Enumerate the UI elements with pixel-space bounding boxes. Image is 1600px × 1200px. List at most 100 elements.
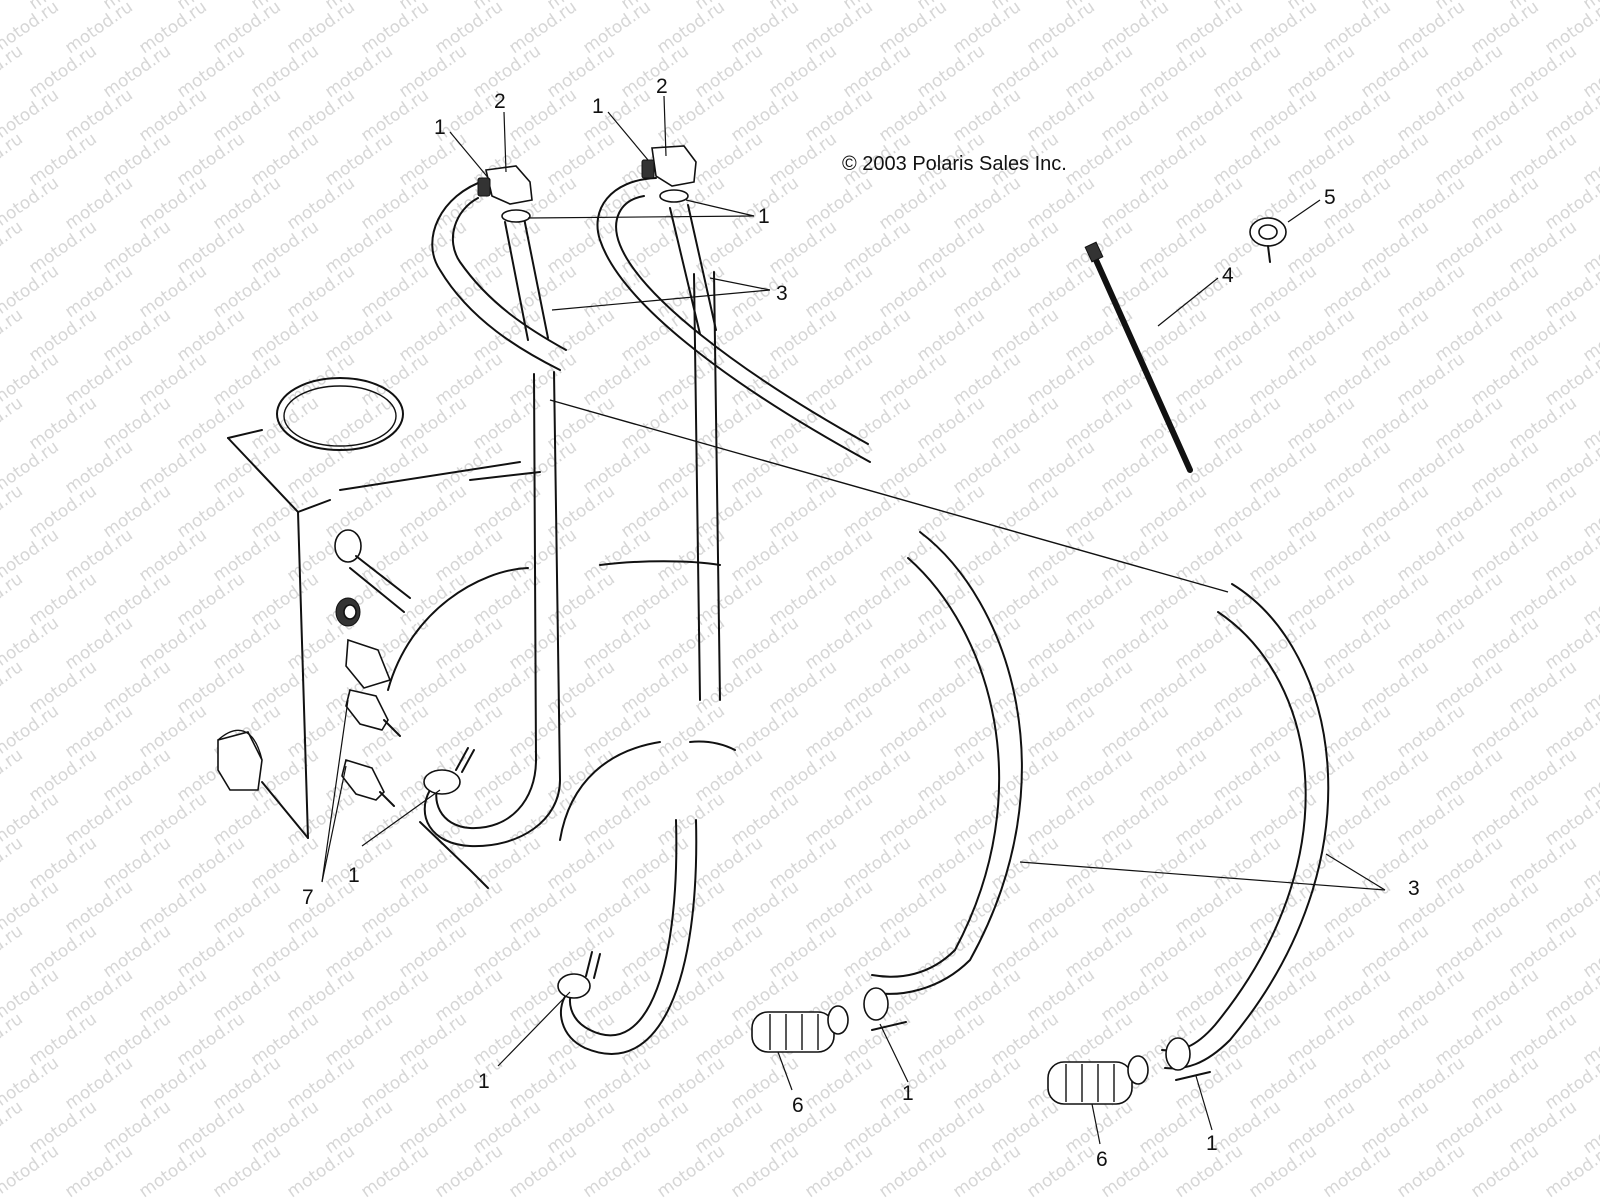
watermark-text: motod.ru <box>357 877 432 938</box>
watermark-text: motod.ru <box>765 745 840 806</box>
watermark-text: motod.ru <box>839 569 914 630</box>
watermark-text: motod.ru <box>579 437 654 498</box>
watermark-text: motod.ru <box>173 217 248 278</box>
watermark-text: motod.ru <box>949 965 1024 1026</box>
watermark-text: motod.ru <box>1097 0 1172 58</box>
watermark-text: motod.ru <box>913 833 988 894</box>
watermark-text: motod.ru <box>283 85 358 146</box>
watermark-text: motod.ru <box>1393 701 1468 762</box>
watermark-text: motod.ru <box>875 261 950 322</box>
watermark-text: motod.ru <box>913 657 988 718</box>
watermark-text: motod.ru <box>505 0 580 58</box>
watermark-text: motod.ru <box>839 833 914 894</box>
watermark-text: motod.ru <box>987 657 1062 718</box>
watermark-text: motod.ru <box>173 833 248 894</box>
watermark-text: motod.ru <box>209 85 284 146</box>
watermark-text: motod.ru <box>691 481 766 542</box>
watermark-text: motod.ru <box>1541 1141 1600 1200</box>
watermark-text: motod.ru <box>579 0 654 58</box>
watermark-text: motod.ru <box>25 393 100 454</box>
watermark-text: motod.ru <box>765 657 840 718</box>
watermark-text: motod.ru <box>431 1141 506 1200</box>
watermark-text: motod.ru <box>691 745 766 806</box>
watermark-text: motod.ru <box>61 437 136 498</box>
watermark-text: motod.ru <box>839 305 914 366</box>
watermark-text: motod.ru <box>1357 393 1432 454</box>
watermark-text: motod.ru <box>247 921 322 982</box>
elbow-fitting-left <box>477 165 533 223</box>
watermark-text: motod.ru <box>173 393 248 454</box>
watermark-text: motod.ru <box>173 657 248 718</box>
watermark-text: motod.ru <box>173 129 248 190</box>
watermark-text: motod.ru <box>913 921 988 982</box>
watermark-text: motod.ru <box>431 1053 506 1114</box>
hose-upper-right <box>596 177 871 463</box>
watermark-text: motod.ru <box>1245 613 1320 674</box>
watermark-text: motod.ru <box>357 1053 432 1114</box>
watermark-text: motod.ru <box>247 481 322 542</box>
watermark-text: motod.ru <box>653 701 728 762</box>
watermark-text: motod.ru <box>801 349 876 410</box>
watermark-text: motod.ru <box>1209 657 1284 718</box>
watermark-text: motod.ru <box>1467 965 1542 1026</box>
watermark-text: motod.ru <box>1283 921 1358 982</box>
watermark-text: motod.ru <box>99 921 174 982</box>
watermark-text: motod.ru <box>0 833 27 894</box>
watermark-text: motod.ru <box>0 393 27 454</box>
watermark-text: motod.ru <box>25 745 100 806</box>
watermark-text: motod.ru <box>1245 1141 1320 1200</box>
watermark-text: motod.ru <box>469 1009 544 1070</box>
watermark-text: motod.ru <box>247 833 322 894</box>
callout-2-left-elbow: 2 <box>494 90 506 113</box>
watermark-text: motod.ru <box>1505 1097 1580 1158</box>
watermark-text: motod.ru <box>25 657 100 718</box>
watermark-text: motod.ru <box>727 789 802 850</box>
watermark-text: motod.ru <box>839 217 914 278</box>
watermark-text: motod.ru <box>1357 217 1432 278</box>
watermark-text: motod.ru <box>1023 173 1098 234</box>
watermark-text: motod.ru <box>987 481 1062 542</box>
watermark-text: motod.ru <box>1319 965 1394 1026</box>
watermark-text: motod.ru <box>1061 657 1136 718</box>
watermark-text: motod.ru <box>1505 1009 1580 1070</box>
watermark-text: motod.ru <box>727 613 802 674</box>
watermark-text: motod.ru <box>1431 41 1506 102</box>
watermark-text: motod.ru <box>173 481 248 542</box>
watermark-text: motod.ru <box>1467 437 1542 498</box>
watermark-text: motod.ru <box>913 393 988 454</box>
watermark-text: motod.ru <box>1393 85 1468 146</box>
watermark-text: motod.ru <box>1505 833 1580 894</box>
watermark-text: motod.ru <box>135 261 210 322</box>
watermark-text: motod.ru <box>357 0 432 58</box>
watermark-text: motod.ru <box>357 525 432 586</box>
watermark-text: motod.ru <box>1283 217 1358 278</box>
watermark-text: motod.ru <box>505 525 580 586</box>
watermark-text: motod.ru <box>135 173 210 234</box>
watermark-text: motod.ru <box>0 217 27 278</box>
watermark-text: motod.ru <box>1097 437 1172 498</box>
watermark-text: motod.ru <box>579 789 654 850</box>
watermark-text: motod.ru <box>283 1053 358 1114</box>
watermark-text: motod.ru <box>579 349 654 410</box>
watermark-text: motod.ru <box>1245 85 1320 146</box>
watermark-text: motod.ru <box>283 1141 358 1200</box>
watermark-text: motod.ru <box>543 1009 618 1070</box>
watermark-text: motod.ru <box>25 833 100 894</box>
callout-3-upper-hoses: 3 <box>776 282 788 305</box>
watermark-text: motod.ru <box>1319 261 1394 322</box>
watermark-text: motod.ru <box>1097 789 1172 850</box>
watermark-text: motod.ru <box>691 1097 766 1158</box>
watermark-text: motod.ru <box>949 613 1024 674</box>
watermark-text: motod.ru <box>1023 701 1098 762</box>
watermark-text: motod.ru <box>579 877 654 938</box>
watermark-text: motod.ru <box>135 1053 210 1114</box>
watermark-text: motod.ru <box>727 525 802 586</box>
watermark-text: motod.ru <box>469 481 544 542</box>
watermark-text: motod.ru <box>1319 349 1394 410</box>
watermark-text: motod.ru <box>321 129 396 190</box>
watermark-text: motod.ru <box>1171 789 1246 850</box>
watermark-text: motod.ru <box>25 217 100 278</box>
watermark-text: motod.ru <box>469 305 544 366</box>
watermark-text: motod.ru <box>247 217 322 278</box>
watermark-text: motod.ru <box>431 349 506 410</box>
